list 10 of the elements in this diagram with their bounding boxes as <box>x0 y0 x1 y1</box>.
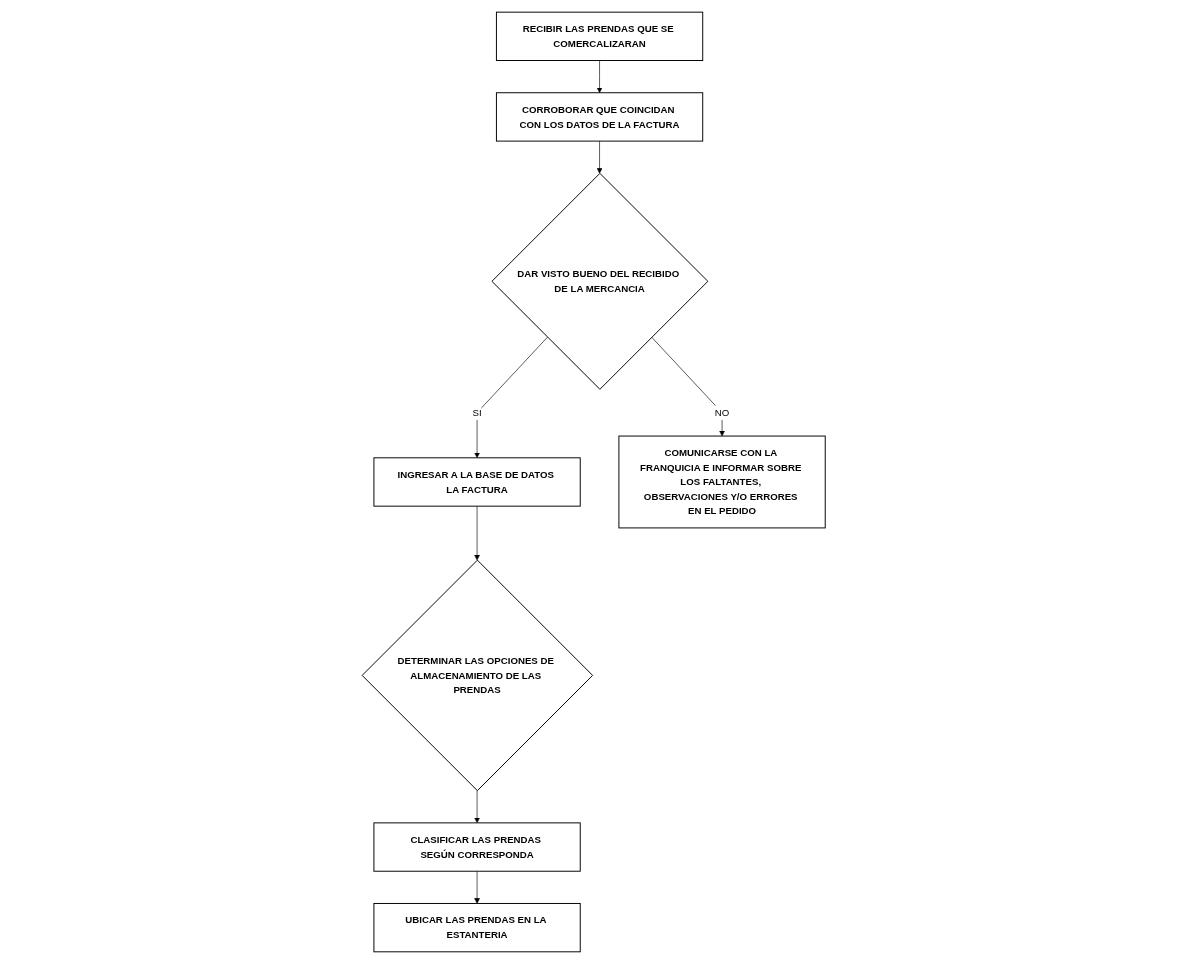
node-box: UBICAR LAS PRENDAS EN LA ESTANTERIA <box>373 902 581 952</box>
node-box: RECIBIR LAS PRENDAS QUE SE COMERCALIZARAN <box>495 11 704 61</box>
node-diamond: DAR VISTO BUENO DEL RECIBIDO DE LA MERCANCIA <box>491 172 709 390</box>
node-diamond: DETERMINAR LAS OPCIONES DE ALMACENAMIENTO DE LAS PRENDAS <box>361 559 593 791</box>
node-box: COMUNICARSE CON LA FRANQUICIA E INFORMAR SOBRE LOS FALTANTES, OBSERVACIONES Y/O ERRORES EN EL PEDIDO <box>618 435 826 528</box>
edge-label: SI <box>472 406 482 418</box>
node-box: CLASIFICAR LAS PRENDAS SEGÚN CORRESPONDA <box>373 821 581 872</box>
edge-label: NO <box>714 406 730 418</box>
node-box: INGRESAR A LA BASE DE DATOS LA FACTURA <box>373 456 581 507</box>
node-box: CORROBORAR QUE COINCIDAN CON LOS DATOS DE LA FACTURA <box>495 91 704 142</box>
